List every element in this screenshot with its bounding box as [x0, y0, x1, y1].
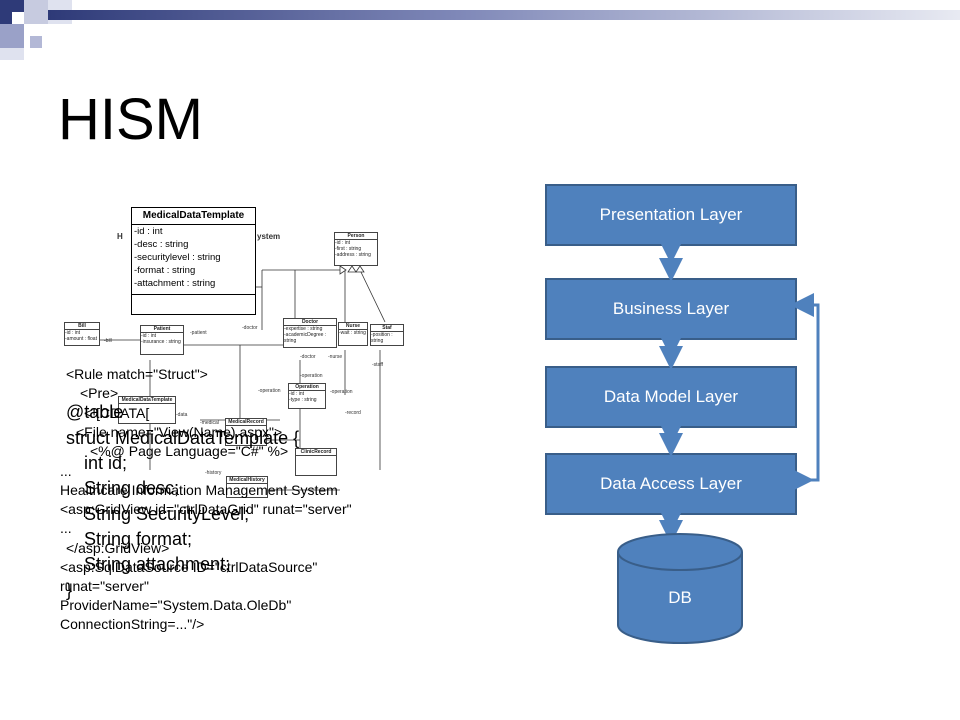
code-line: <Rule match="Struct"> — [66, 366, 208, 382]
code-line: ProviderName="System.Data.OleDb" — [60, 597, 292, 613]
header-gradient-bar — [48, 10, 960, 20]
uml-class-medicalhistory: MedicalHistory — [226, 476, 268, 498]
code-line: Healthcare Information Management System — [60, 482, 338, 498]
uml-class-patient: Patient -id : int -insurance : string — [140, 325, 184, 355]
uml-fragment-h: H — [117, 232, 123, 241]
code-line: <File name="View(Name).aspx"> — [76, 424, 283, 440]
code-line: runat="server" — [60, 578, 149, 594]
uml-class-staf: Staf -position : string — [370, 324, 404, 346]
uml-assoc-label: -doctor — [300, 354, 316, 360]
decor-square — [0, 48, 24, 60]
uml-divider — [132, 294, 255, 295]
uml-class-template-small: MedicalDataTemplate — [118, 396, 176, 424]
code-line: int id; — [84, 453, 128, 473]
uml-assoc-label: -record — [345, 410, 361, 416]
code-line: @table — [66, 402, 124, 422]
uml-class-bill: Bill -id : int -amount : float — [64, 322, 100, 346]
uml-attribute: -desc : string — [134, 239, 189, 250]
code-line: <asp:SqlDataSource ID="ctrlDataSource" — [60, 559, 318, 575]
uml-assoc-label: -bill — [104, 338, 112, 344]
decor-square — [12, 12, 24, 24]
uml-assoc-label: -patient — [190, 330, 207, 336]
uml-class-doctor: Doctor -expertise : string -academicDegr… — [283, 318, 337, 348]
code-line: ... — [60, 463, 72, 479]
code-line: <%@ Page Language="C#" %> — [90, 443, 289, 459]
uml-assoc-label: -operation — [300, 373, 323, 379]
code-line: ... — [60, 520, 72, 536]
database-cylinder — [617, 533, 743, 644]
decor-square — [30, 36, 42, 48]
uml-attribute: -securitylevel : string — [134, 252, 221, 263]
uml-attribute: -format : string — [134, 265, 196, 276]
uml-assoc-label: -operation — [258, 388, 281, 394]
layer-presentation: Presentation Layer — [545, 184, 797, 246]
uml-assoc-label: -doctor — [242, 325, 258, 331]
uml-assoc-label: -nurse — [328, 354, 343, 360]
code-line: String SecurityLevel; — [84, 504, 250, 524]
arrow-bypass — [790, 293, 820, 492]
code-line: String format; — [84, 529, 193, 549]
uml-class-name: MedicalDataTemplate — [132, 208, 255, 225]
code-line: String desc; — [84, 478, 180, 498]
uml-class-medicaldatatemplate: MedicalDataTemplate -id : int -desc : st… — [131, 207, 256, 315]
uml-attribute: -id : int — [134, 226, 163, 237]
code-line: } — [66, 580, 73, 600]
uml-assoc-label: -staff — [372, 362, 384, 368]
uml-fragment-text: ystem — [257, 232, 281, 241]
uml-assoc-label: -data — [176, 412, 188, 418]
layer-data-access: Data Access Layer — [545, 453, 797, 515]
code-line: ConnectionString=..."/> — [60, 616, 205, 632]
slide-title: HISM — [58, 87, 203, 152]
uml-class-clinicrecord: ClinicRecord — [295, 448, 337, 476]
code-line: struct MedicalDataTemplate { — [66, 428, 300, 448]
uml-assoc-label: -history — [205, 470, 222, 476]
uml-class-person: Person -id : int -first : string -addres… — [334, 232, 378, 266]
layer-data-model: Data Model Layer — [545, 366, 797, 428]
code-line: <![CDATA[ — [84, 405, 150, 421]
decor-square — [0, 24, 24, 48]
code-line: <asp:GridView id="ctrlDataGrid" runat="s… — [60, 501, 352, 517]
uml-assoc-label: -operation — [330, 389, 353, 395]
code-line: String attachment; — [84, 554, 231, 574]
code-line: </asp:GridView> — [66, 540, 170, 556]
decor-square — [24, 0, 48, 24]
uml-assoc-label: -medical — [200, 420, 219, 426]
uml-attribute: -attachment : string — [134, 278, 216, 289]
uml-class-nurse: Nurse -wait : string — [338, 322, 368, 346]
uml-class-operation: Operation -id : int -type : string — [288, 383, 326, 409]
uml-class-medicalrecord: MedicalRecord — [225, 418, 267, 446]
code-line: <Pre> — [80, 385, 119, 401]
database-label: DB — [668, 588, 692, 607]
